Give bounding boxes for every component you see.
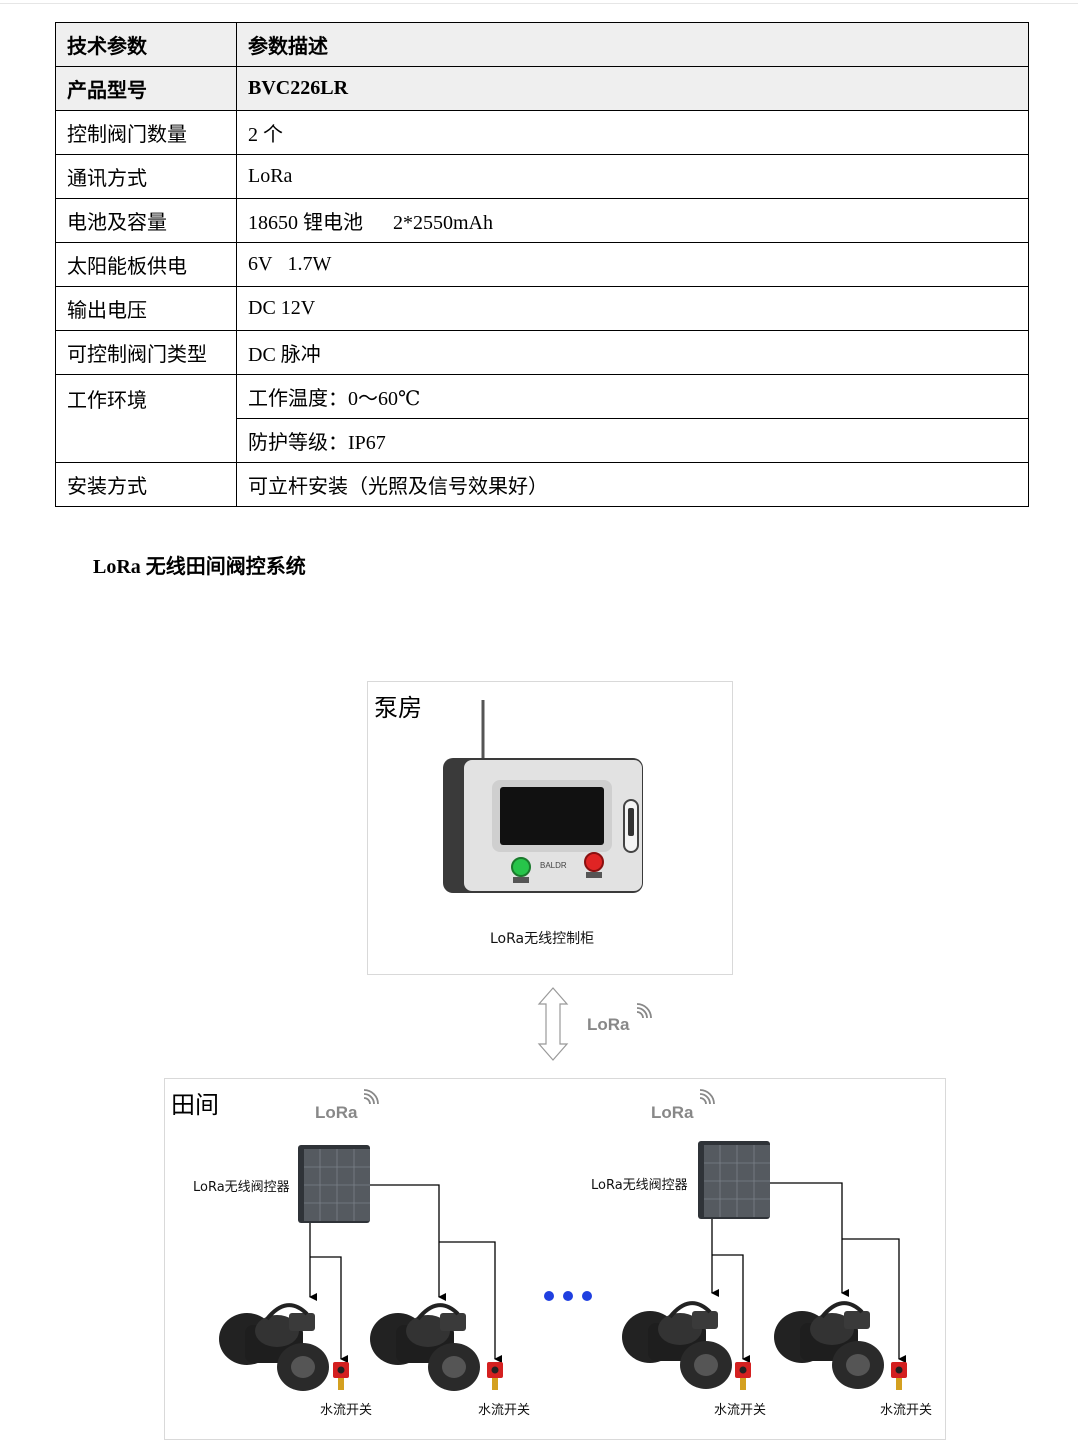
spec-table: 技术参数 参数描述 产品型号 BVC226LR 控制阀门数量 2 个 通讯方式 … (55, 22, 1029, 507)
cabinet-screen (500, 787, 604, 845)
header-desc: 参数描述 (236, 22, 1029, 67)
row-param: 输出电压 (55, 286, 237, 331)
row-desc: 可立杆安装（光照及信号效果好） (236, 462, 1029, 507)
wifi-signal-icon (699, 1089, 715, 1105)
link-lora-label: LoRa (587, 1015, 630, 1034)
section-title: LoRa 无线田间阀控系统 (93, 556, 306, 578)
row-desc: 2 个 (236, 110, 1029, 155)
row-param: 通讯方式 (55, 154, 237, 199)
table-row: 太阳能板供电 6V 1.7W (55, 242, 1029, 287)
row-desc: LoRa (236, 154, 1029, 199)
valve-icon (622, 1301, 732, 1389)
row-param: 安装方式 (55, 462, 237, 507)
wiring-group-1 (309, 1184, 502, 1363)
table-row: 产品型号 BVC226LR (55, 66, 1029, 111)
valve-icon (370, 1303, 480, 1391)
controller-label: LoRa无线阀控器 (193, 1180, 290, 1195)
pump-room-title: 泵房 (374, 694, 422, 722)
table-row: 可控制阀门类型 DC 脉冲 (55, 330, 1029, 375)
cabinet-brand: BALDR (540, 861, 567, 870)
row-param: 工作环境 (55, 374, 237, 463)
row-param: 可控制阀门类型 (55, 330, 237, 375)
flow-switch-icon (487, 1362, 503, 1390)
row-param: 控制阀门数量 (55, 110, 237, 155)
control-cabinet-image: BALDR (443, 700, 643, 893)
row-desc: 18650 锂电池 2*2550mAh (236, 198, 1029, 243)
row-desc: DC 12V (236, 286, 1029, 331)
table-row: 安装方式 可立杆安装（光照及信号效果好） (55, 462, 1029, 507)
valve-controller-1-image (298, 1145, 370, 1223)
header-param: 技术参数 (55, 22, 237, 67)
valve-icon (219, 1303, 329, 1391)
controller-lora-label: LoRa (315, 1103, 358, 1122)
table-row: 通讯方式 LoRa (55, 154, 1029, 199)
table-header-row: 技术参数 参数描述 (55, 22, 1029, 67)
green-button-icon (511, 857, 531, 877)
red-button-icon (584, 852, 604, 872)
ellipsis-icon (544, 1291, 592, 1301)
valve-controller-2-image (698, 1141, 770, 1219)
pump-room-panel: 泵房 BALDR LoRa无线控制柜 (367, 681, 733, 975)
flow-switch-icon (735, 1362, 751, 1390)
wifi-signal-icon (636, 1003, 652, 1019)
bidirectional-arrow-icon (537, 987, 569, 1061)
controller-lora-label: LoRa (651, 1103, 694, 1122)
field-panel: 田间 LoRa LoRa LoRa无线阀控器 LoRa无线阀控器 (164, 1078, 946, 1440)
flow-switch-label: 水流开关 (714, 1403, 767, 1418)
flow-switch-label: 水流开关 (320, 1403, 373, 1418)
field-title: 田间 (171, 1091, 219, 1119)
table-row: 输出电压 DC 12V (55, 286, 1029, 331)
wifi-signal-icon (363, 1089, 379, 1105)
field-diagram (219, 1089, 907, 1391)
flow-switch-label: 水流开关 (880, 1403, 933, 1418)
flow-switch-icon (333, 1362, 349, 1390)
table-row: 控制阀门数量 2 个 (55, 110, 1029, 155)
valve-icon (774, 1301, 884, 1389)
table-row: 电池及容量 18650 锂电池 2*2550mAh (55, 198, 1029, 243)
row-param: 产品型号 (55, 66, 237, 111)
table-row: 工作环境 工作温度：0～60℃ (55, 374, 1029, 463)
flow-switch-label: 水流开关 (478, 1403, 531, 1418)
row-desc: 工作温度：0～60℃ (236, 374, 1029, 419)
row-param: 电池及容量 (55, 198, 237, 243)
table-row: 防护等级：IP67 (56, 418, 1029, 463)
wiring-group-2 (711, 1182, 906, 1363)
row-param: 太阳能板供电 (55, 242, 237, 287)
row-desc: BVC226LR (236, 66, 1029, 111)
row-desc: DC 脉冲 (236, 330, 1029, 375)
row-desc: 防护等级：IP67 (236, 418, 1029, 463)
row-desc: 6V 1.7W (236, 242, 1029, 287)
controller-label: LoRa无线阀控器 (591, 1178, 688, 1193)
cabinet-label: LoRa无线控制柜 (490, 931, 595, 947)
top-rule (0, 3, 1078, 4)
flow-switch-icon (891, 1362, 907, 1390)
